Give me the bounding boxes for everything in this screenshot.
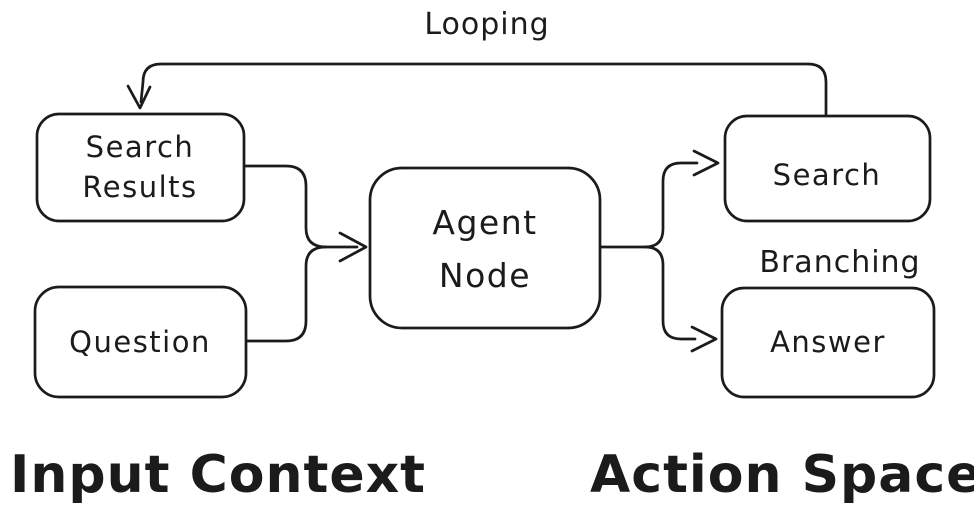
node-question-label: Question bbox=[69, 325, 211, 359]
edge-line bbox=[242, 164, 359, 249]
edge-loop-search-to-search-results bbox=[139, 62, 828, 116]
edge-line bbox=[598, 161, 699, 249]
node-search-label: Search bbox=[773, 158, 882, 192]
edge-agent-to-answer bbox=[643, 245, 697, 341]
group-title-action-space: Action Space bbox=[590, 445, 974, 505]
edge-line bbox=[643, 245, 697, 341]
node-answer-box bbox=[720, 286, 936, 399]
node-agent-node: Agent Node bbox=[368, 166, 602, 330]
edge-search-results-to-agent bbox=[242, 164, 359, 249]
node-answer: Answer bbox=[720, 286, 936, 399]
group-title-input-context: Input Context bbox=[10, 445, 426, 505]
node-agent-label-line1: Agent bbox=[432, 203, 537, 242]
edge-line bbox=[245, 245, 328, 343]
arrowhead-into-agent bbox=[338, 231, 368, 263]
node-search-results: Search Results bbox=[35, 112, 246, 223]
node-question: Question bbox=[33, 285, 248, 399]
arrowhead-loop-down bbox=[126, 84, 152, 110]
arrowhead-into-search bbox=[692, 149, 720, 177]
edge-agent-to-search bbox=[598, 161, 699, 249]
arrowhead-into-answer bbox=[690, 325, 718, 353]
node-search-box bbox=[723, 114, 932, 223]
edge-question-to-agent bbox=[245, 245, 328, 343]
node-search-results-label-line2: Results bbox=[82, 170, 197, 204]
annotation-branching: Branching bbox=[759, 245, 920, 280]
edge-line bbox=[139, 62, 828, 116]
node-answer-label: Answer bbox=[770, 325, 886, 359]
node-agent-label-line2: Node bbox=[439, 256, 531, 295]
annotation-looping: Looping bbox=[424, 7, 549, 42]
node-agent-box bbox=[368, 166, 602, 330]
node-search: Search bbox=[723, 114, 932, 223]
node-search-results-label-line1: Search bbox=[86, 130, 195, 164]
node-question-box bbox=[33, 285, 248, 399]
node-search-results-box bbox=[35, 112, 246, 223]
